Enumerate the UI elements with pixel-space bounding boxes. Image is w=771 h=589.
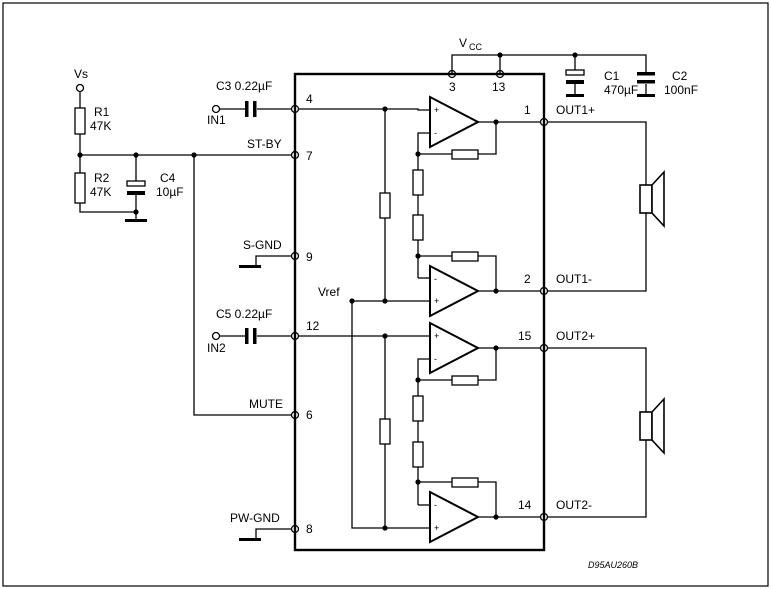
vcc-section: V CC 3 13 C1 470µF C2 100nF <box>447 36 698 97</box>
out2m-label: OUT2- <box>556 498 592 512</box>
r1-resistor <box>74 107 86 135</box>
opamp-2-minus: - <box>434 274 437 284</box>
vs-label: Vs <box>74 67 88 81</box>
pin-6-label: 6 <box>306 408 313 422</box>
channel-1-internal: Vref + - - + <box>298 95 540 318</box>
pin-3-label: 3 <box>449 80 456 94</box>
mute-label: MUTE <box>249 397 283 411</box>
r2-resistor <box>74 172 86 204</box>
in1-label: IN1 <box>207 113 226 127</box>
speaker-1-icon <box>639 169 665 229</box>
c5-label: C5 0.22µF <box>216 307 272 321</box>
in2-label: IN2 <box>207 341 226 355</box>
left-pins: 4 7 9 12 6 8 ST-BY S-GND MUTE PW-GND <box>230 92 320 536</box>
pin-9-label: 9 <box>306 250 313 264</box>
r1-value: 47K <box>90 119 111 133</box>
s-gnd-label: S-GND <box>243 238 282 252</box>
pin-8-label: 8 <box>306 522 313 536</box>
speaker-2-icon <box>639 396 665 456</box>
c1-capacitor <box>565 69 585 76</box>
opamp-3-plus: + <box>434 331 439 341</box>
input-2-network: C5 0.22µF IN2 <box>207 307 292 355</box>
out1m-label: OUT1- <box>556 272 592 286</box>
st-by-label: ST-BY <box>247 137 282 151</box>
r1-name: R1 <box>94 105 110 119</box>
vcc-label: V <box>459 36 467 50</box>
out2p-label: OUT2+ <box>556 329 595 343</box>
pin-7-label: 7 <box>306 149 313 163</box>
r2-value: 47K <box>90 185 111 199</box>
out1p-label: OUT1+ <box>556 103 595 117</box>
pin-12-label: 12 <box>306 319 320 333</box>
c4-value: 10µF <box>156 185 184 199</box>
vcc-subscript: CC <box>469 42 482 52</box>
pin-15-label: 15 <box>518 329 532 343</box>
c1-value: 470µF <box>604 83 638 97</box>
bias-divider: Vs R1 47K R2 47K C4 10µF <box>74 67 292 416</box>
pin-1-label: 1 <box>524 103 531 117</box>
c4-name: C4 <box>160 171 176 185</box>
opamp-3 <box>429 321 481 375</box>
r2-name: R2 <box>94 171 110 185</box>
outputs: 1 2 15 14 OUT1+ OUT1- OUT2+ OUT2- <box>518 103 665 522</box>
pin-14-label: 14 <box>518 498 532 512</box>
c2-value: 100nF <box>664 83 698 97</box>
c4-capacitor <box>126 180 146 187</box>
opamp-4-plus: + <box>434 523 439 533</box>
diagram-id: D95AU260B <box>588 560 638 570</box>
pin-4-label: 4 <box>306 92 313 106</box>
opamp-1 <box>429 95 481 149</box>
c3-label: C3 0.22µF <box>216 79 272 93</box>
ic-body <box>293 72 546 552</box>
pin-2-label: 2 <box>524 272 531 286</box>
opamp-2-plus: + <box>434 296 439 306</box>
opamp-1-minus: - <box>434 128 437 138</box>
pin-13-label: 13 <box>492 80 506 94</box>
opamp-3-minus: - <box>434 354 437 364</box>
opamp-2 <box>429 264 481 318</box>
pw-gnd-label: PW-GND <box>230 511 280 525</box>
vref-label: Vref <box>318 285 340 299</box>
opamp-4 <box>429 490 481 544</box>
opamp-4-minus: - <box>434 500 437 510</box>
c1-name: C1 <box>604 69 620 83</box>
c2-name: C2 <box>672 69 688 83</box>
channel-2-internal: + - - + <box>298 301 540 544</box>
opamp-1-plus: + <box>434 105 439 115</box>
input-1-network: C3 0.22µF IN1 <box>207 79 292 127</box>
